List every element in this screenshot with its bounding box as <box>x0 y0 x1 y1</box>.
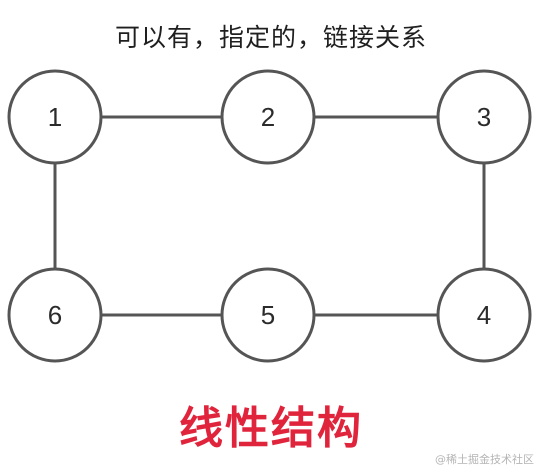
node-circle <box>436 69 532 165</box>
node-label: 5 <box>261 300 275 330</box>
diagram-caption: 可以有，指定的，链接关系 <box>114 23 427 52</box>
node-circle <box>220 267 316 363</box>
node-1: 1 <box>7 69 103 165</box>
node-circle <box>220 69 316 165</box>
node-circle <box>7 267 103 363</box>
watermark: @稀土掘金技术社区 <box>435 453 534 466</box>
nodes-layer: 1 2 3 4 5 6 <box>7 69 532 363</box>
node-circle <box>436 267 532 363</box>
node-4: 4 <box>436 267 532 363</box>
node-label: 4 <box>477 300 491 330</box>
node-5: 5 <box>220 267 316 363</box>
node-label: 1 <box>48 102 62 132</box>
node-3: 3 <box>436 69 532 165</box>
node-label: 6 <box>48 300 62 330</box>
node-6: 6 <box>7 267 103 363</box>
node-circle <box>7 69 103 165</box>
structure-title: 线性结构 <box>179 403 363 454</box>
node-label: 2 <box>261 102 275 132</box>
node-label: 3 <box>477 102 491 132</box>
node-2: 2 <box>220 69 316 165</box>
edges-layer <box>53 115 486 317</box>
